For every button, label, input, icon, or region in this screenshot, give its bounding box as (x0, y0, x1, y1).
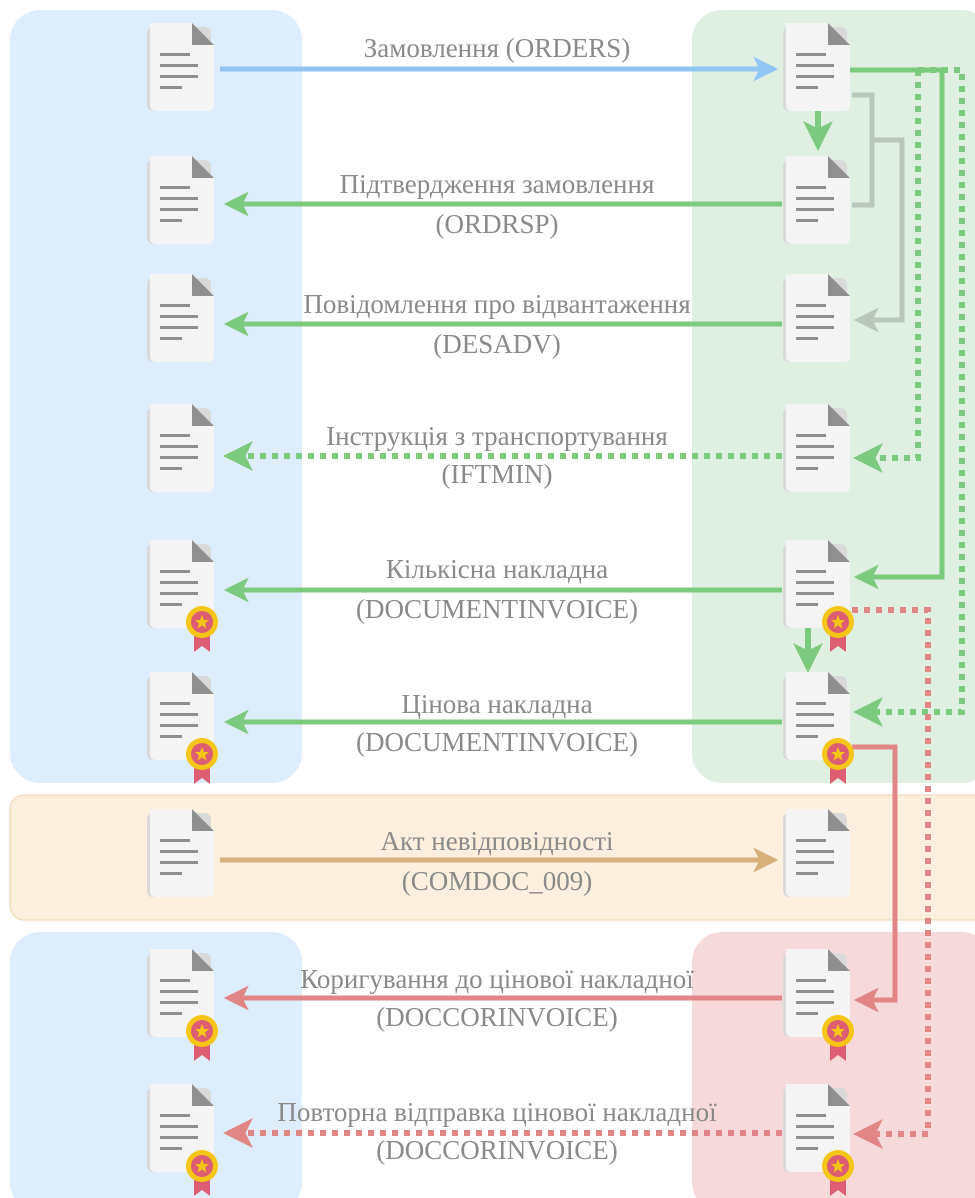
message-row-qty-invoice: Кількісна накладна (DOCUMENTINVOICE) (147, 540, 854, 652)
document-icon (147, 274, 214, 362)
message-name: Кількісна накладна (386, 554, 608, 584)
message-name: Інструкція з транспортування (326, 421, 668, 451)
document-icon (783, 809, 850, 897)
document-icon (783, 274, 850, 362)
message-code: (COMDOC_009) (402, 866, 593, 896)
message-name: Повідомлення про відвантаження (303, 289, 690, 319)
message-name: Замовлення (ORDERS) (364, 33, 631, 63)
message-row-iftmin: Інструкція з транспортування (IFTMIN) (147, 404, 850, 492)
document-icon (147, 404, 214, 492)
message-row-comdoc: Акт невідповідності (COMDOC_009) (147, 809, 850, 897)
document-icon (147, 156, 214, 244)
message-code: (ORDRSP) (435, 209, 558, 239)
document-icon (147, 809, 214, 897)
message-code: (IFTMIN) (442, 459, 553, 489)
message-name: Підтвердження замовлення (340, 169, 655, 199)
message-row-doccor-resend: Повторна відправка цінової накладної (DOC… (147, 1084, 854, 1196)
message-row-desadv: Повідомлення про відвантаження (DESADV) (147, 274, 850, 362)
document-icon (783, 404, 850, 492)
message-row-ordrsp: Підтвердження замовлення (ORDRSP) (147, 156, 850, 244)
zone-supplier-top (692, 10, 975, 783)
message-code: (DOCUMENTINVOICE) (356, 727, 638, 757)
document-icon (147, 23, 214, 111)
message-name: Коригування до цінової накладної (300, 964, 694, 994)
message-row-orders: Замовлення (ORDERS) (147, 23, 850, 111)
message-code: (DESADV) (433, 329, 561, 359)
message-row-price-invoice: Цінова накладна (DOCUMENTINVOICE) (147, 672, 854, 784)
message-code: (DOCCORINVOICE) (376, 1002, 617, 1032)
zone-buyer-top (10, 10, 302, 783)
supplier-connectors (793, 67, 965, 1149)
message-row-doccor: Коригування до цінової накладної (DOCCORI… (147, 949, 854, 1061)
document-icon (783, 23, 850, 111)
document-icon (783, 156, 850, 244)
message-code: (DOCUMENTINVOICE) (356, 594, 638, 624)
message-name: Акт невідповідності (380, 826, 613, 856)
message-name: Цінова накладна (401, 689, 592, 719)
message-name: Повторна відправка цінової накладної (277, 1097, 717, 1127)
message-code: (DOCCORINVOICE) (376, 1135, 617, 1165)
